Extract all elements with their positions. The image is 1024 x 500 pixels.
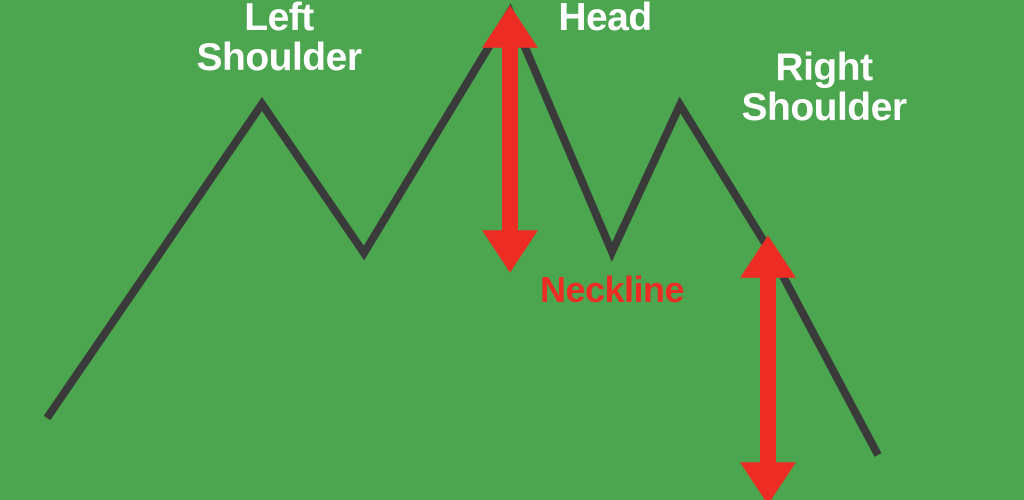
neckline-label: Neckline	[539, 269, 685, 310]
measured-move-arrow	[740, 235, 796, 500]
left-shoulder-label: Left Shoulder	[196, 0, 362, 79]
price-polyline	[43, 3, 882, 457]
right-shoulder-label: Right Shoulder	[741, 46, 907, 129]
head-label: Head	[558, 0, 652, 39]
head-height-arrow	[482, 5, 538, 273]
